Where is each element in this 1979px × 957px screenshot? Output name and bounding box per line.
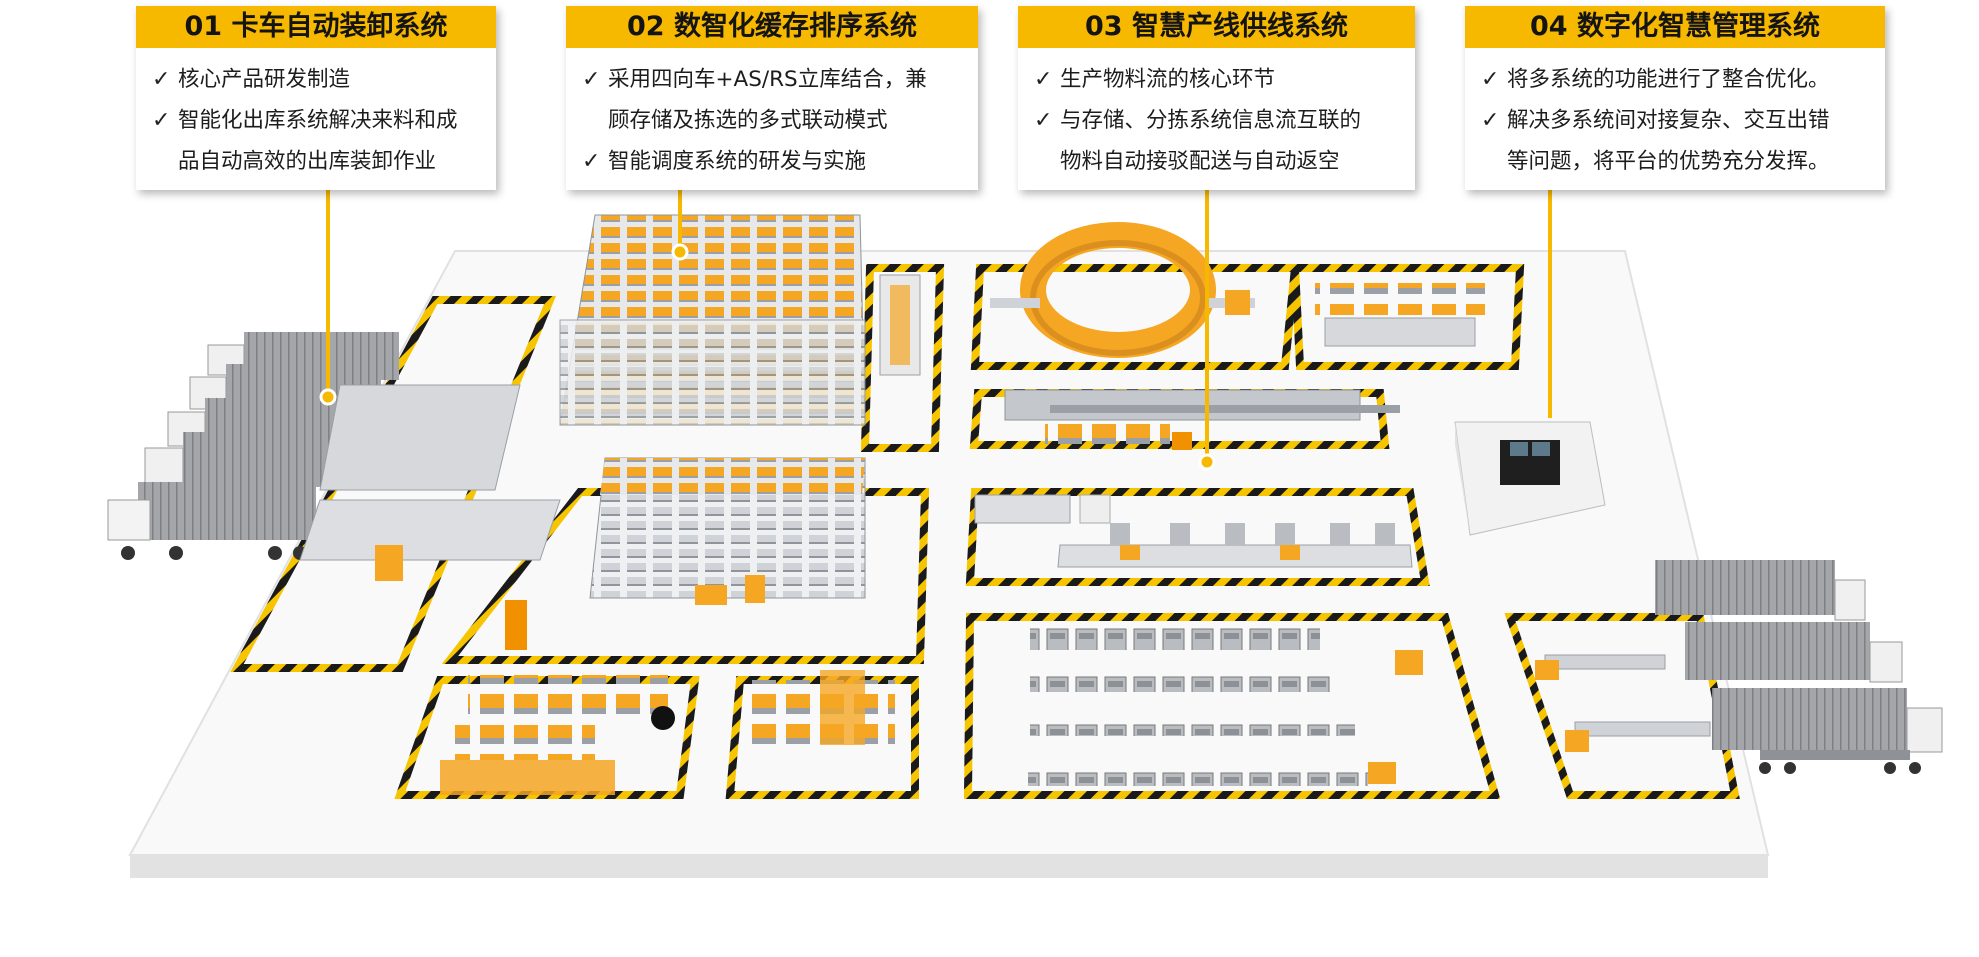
callout-card-01: 01 卡车自动装卸系统 ✓ 核心产品研发制造 ✓ 智能化出库系统解决来料和成 品自动…: [136, 6, 496, 190]
production-line: [1004, 389, 1400, 450]
check-icon: ✓: [1481, 67, 1500, 92]
card-bullet: ✓ 采用四向车+AS/RS立库结合，兼: [580, 59, 964, 100]
card-bullet-text: 核心产品研发制造: [178, 67, 351, 92]
card-title: 04 数字化智慧管理系统: [1465, 6, 1885, 48]
asrs-rack-block-lower: [589, 457, 866, 605]
card-bullet: ✓ 与存储、分拣系统信息流互联的: [1032, 100, 1401, 141]
check-icon: ✓: [1481, 108, 1500, 133]
card-bullet-text: 采用四向车+AS/RS立库结合，兼: [608, 67, 927, 92]
sorting-conveyor: [974, 494, 1413, 568]
card-bullet-text: 等问题，将平台的优势充分发挥。: [1507, 149, 1830, 174]
card-bullet-continuation: 物料自动接驳配送与自动返空: [1032, 141, 1401, 182]
lift-tower: [879, 274, 921, 376]
card-title: 01 卡车自动装卸系统: [136, 6, 496, 48]
card-bullet: ✓ 核心产品研发制造: [150, 59, 482, 100]
card-title: 02 数智化缓存排序系统: [566, 6, 978, 48]
hazard-zone-outlines: [230, 264, 1740, 799]
check-icon: ✓: [1034, 108, 1053, 133]
card-bullet-continuation: 等问题，将平台的优势充分发挥。: [1479, 141, 1871, 182]
check-icon: ✓: [1034, 67, 1053, 92]
card-bullet-list: ✓ 采用四向车+AS/RS立库结合，兼 顾存储及拣选的多式联动模式 ✓ 智能调度系统…: [566, 48, 978, 190]
callout-card-04: 04 数字化智慧管理系统 ✓ 将多系统的功能进行了整合优化。 ✓ 解决多系统间对接复…: [1465, 6, 1885, 190]
card-bullet-list: ✓ 核心产品研发制造 ✓ 智能化出库系统解决来料和成 品自动高效的出库装卸作业: [136, 48, 496, 190]
card-title: 03 智慧产线供线系统: [1018, 6, 1415, 48]
asrs-rack-block-upper: [559, 214, 866, 426]
check-icon: ✓: [582, 67, 601, 92]
card-bullet-list: ✓ 生产物料流的核心环节 ✓ 与存储、分拣系统信息流互联的 物料自动接驳配送与自动返…: [1018, 48, 1415, 190]
loading-conveyors: [299, 384, 561, 650]
card-bullet-text: 智能调度系统的研发与实施: [608, 149, 867, 174]
card-bullet-continuation: 品自动高效的出库装卸作业: [150, 141, 482, 182]
check-icon: ✓: [582, 149, 601, 174]
card-bullet-text: 智能化出库系统解决来料和成: [178, 108, 458, 133]
right-trucks-group: [1535, 560, 1943, 774]
callout-dots: [319, 243, 1216, 471]
card-bullet: ✓ 智能调度系统的研发与实施: [580, 141, 964, 182]
callout-card-03: 03 智慧产线供线系统 ✓ 生产物料流的核心环节 ✓ 与存储、分拣系统信息流互联的 …: [1018, 6, 1415, 190]
card-bullet: ✓ 生产物料流的核心环节: [1032, 59, 1401, 100]
card-bullet-text: 品自动高效的出库装卸作业: [178, 149, 437, 174]
callout-card-02: 02 数智化缓存排序系统 ✓ 采用四向车+AS/RS立库结合，兼 顾存储及拣选的多…: [566, 6, 978, 190]
card-bullet-text: 解决多系统间对接复杂、交互出错: [1507, 108, 1830, 133]
robot-cells: [1315, 283, 1485, 347]
check-icon: ✓: [152, 67, 171, 92]
card-bullet: ✓ 将多系统的功能进行了整合优化。: [1479, 59, 1871, 100]
card-bullet-list: ✓ 将多系统的功能进行了整合优化。 ✓ 解决多系统间对接复杂、交互出错 等问题，将平…: [1465, 48, 1885, 190]
cart-grid: [1028, 620, 1423, 786]
card-bullet-continuation: 顾存储及拣选的多式联动模式: [580, 100, 964, 141]
ring-storage: [990, 222, 1255, 358]
card-bullet-text: 生产物料流的核心环节: [1060, 67, 1276, 92]
card-bullet-text: 与存储、分拣系统信息流互联的: [1060, 108, 1362, 133]
check-icon: ✓: [152, 108, 171, 133]
callout-lines: [326, 180, 1552, 460]
card-bullet-text: 将多系统的功能进行了整合优化。: [1507, 67, 1830, 92]
card-bullet-text: 顾存储及拣选的多式联动模式: [608, 108, 888, 133]
card-bullet: ✓ 智能化出库系统解决来料和成: [150, 100, 482, 141]
card-bullet: ✓ 解决多系统间对接复杂、交互出错: [1479, 100, 1871, 141]
left-trucks-group: [107, 332, 456, 560]
card-bullet-text: 物料自动接驳配送与自动返空: [1060, 149, 1340, 174]
workstations-lower-left: [440, 670, 895, 795]
control-room: [1454, 421, 1606, 536]
